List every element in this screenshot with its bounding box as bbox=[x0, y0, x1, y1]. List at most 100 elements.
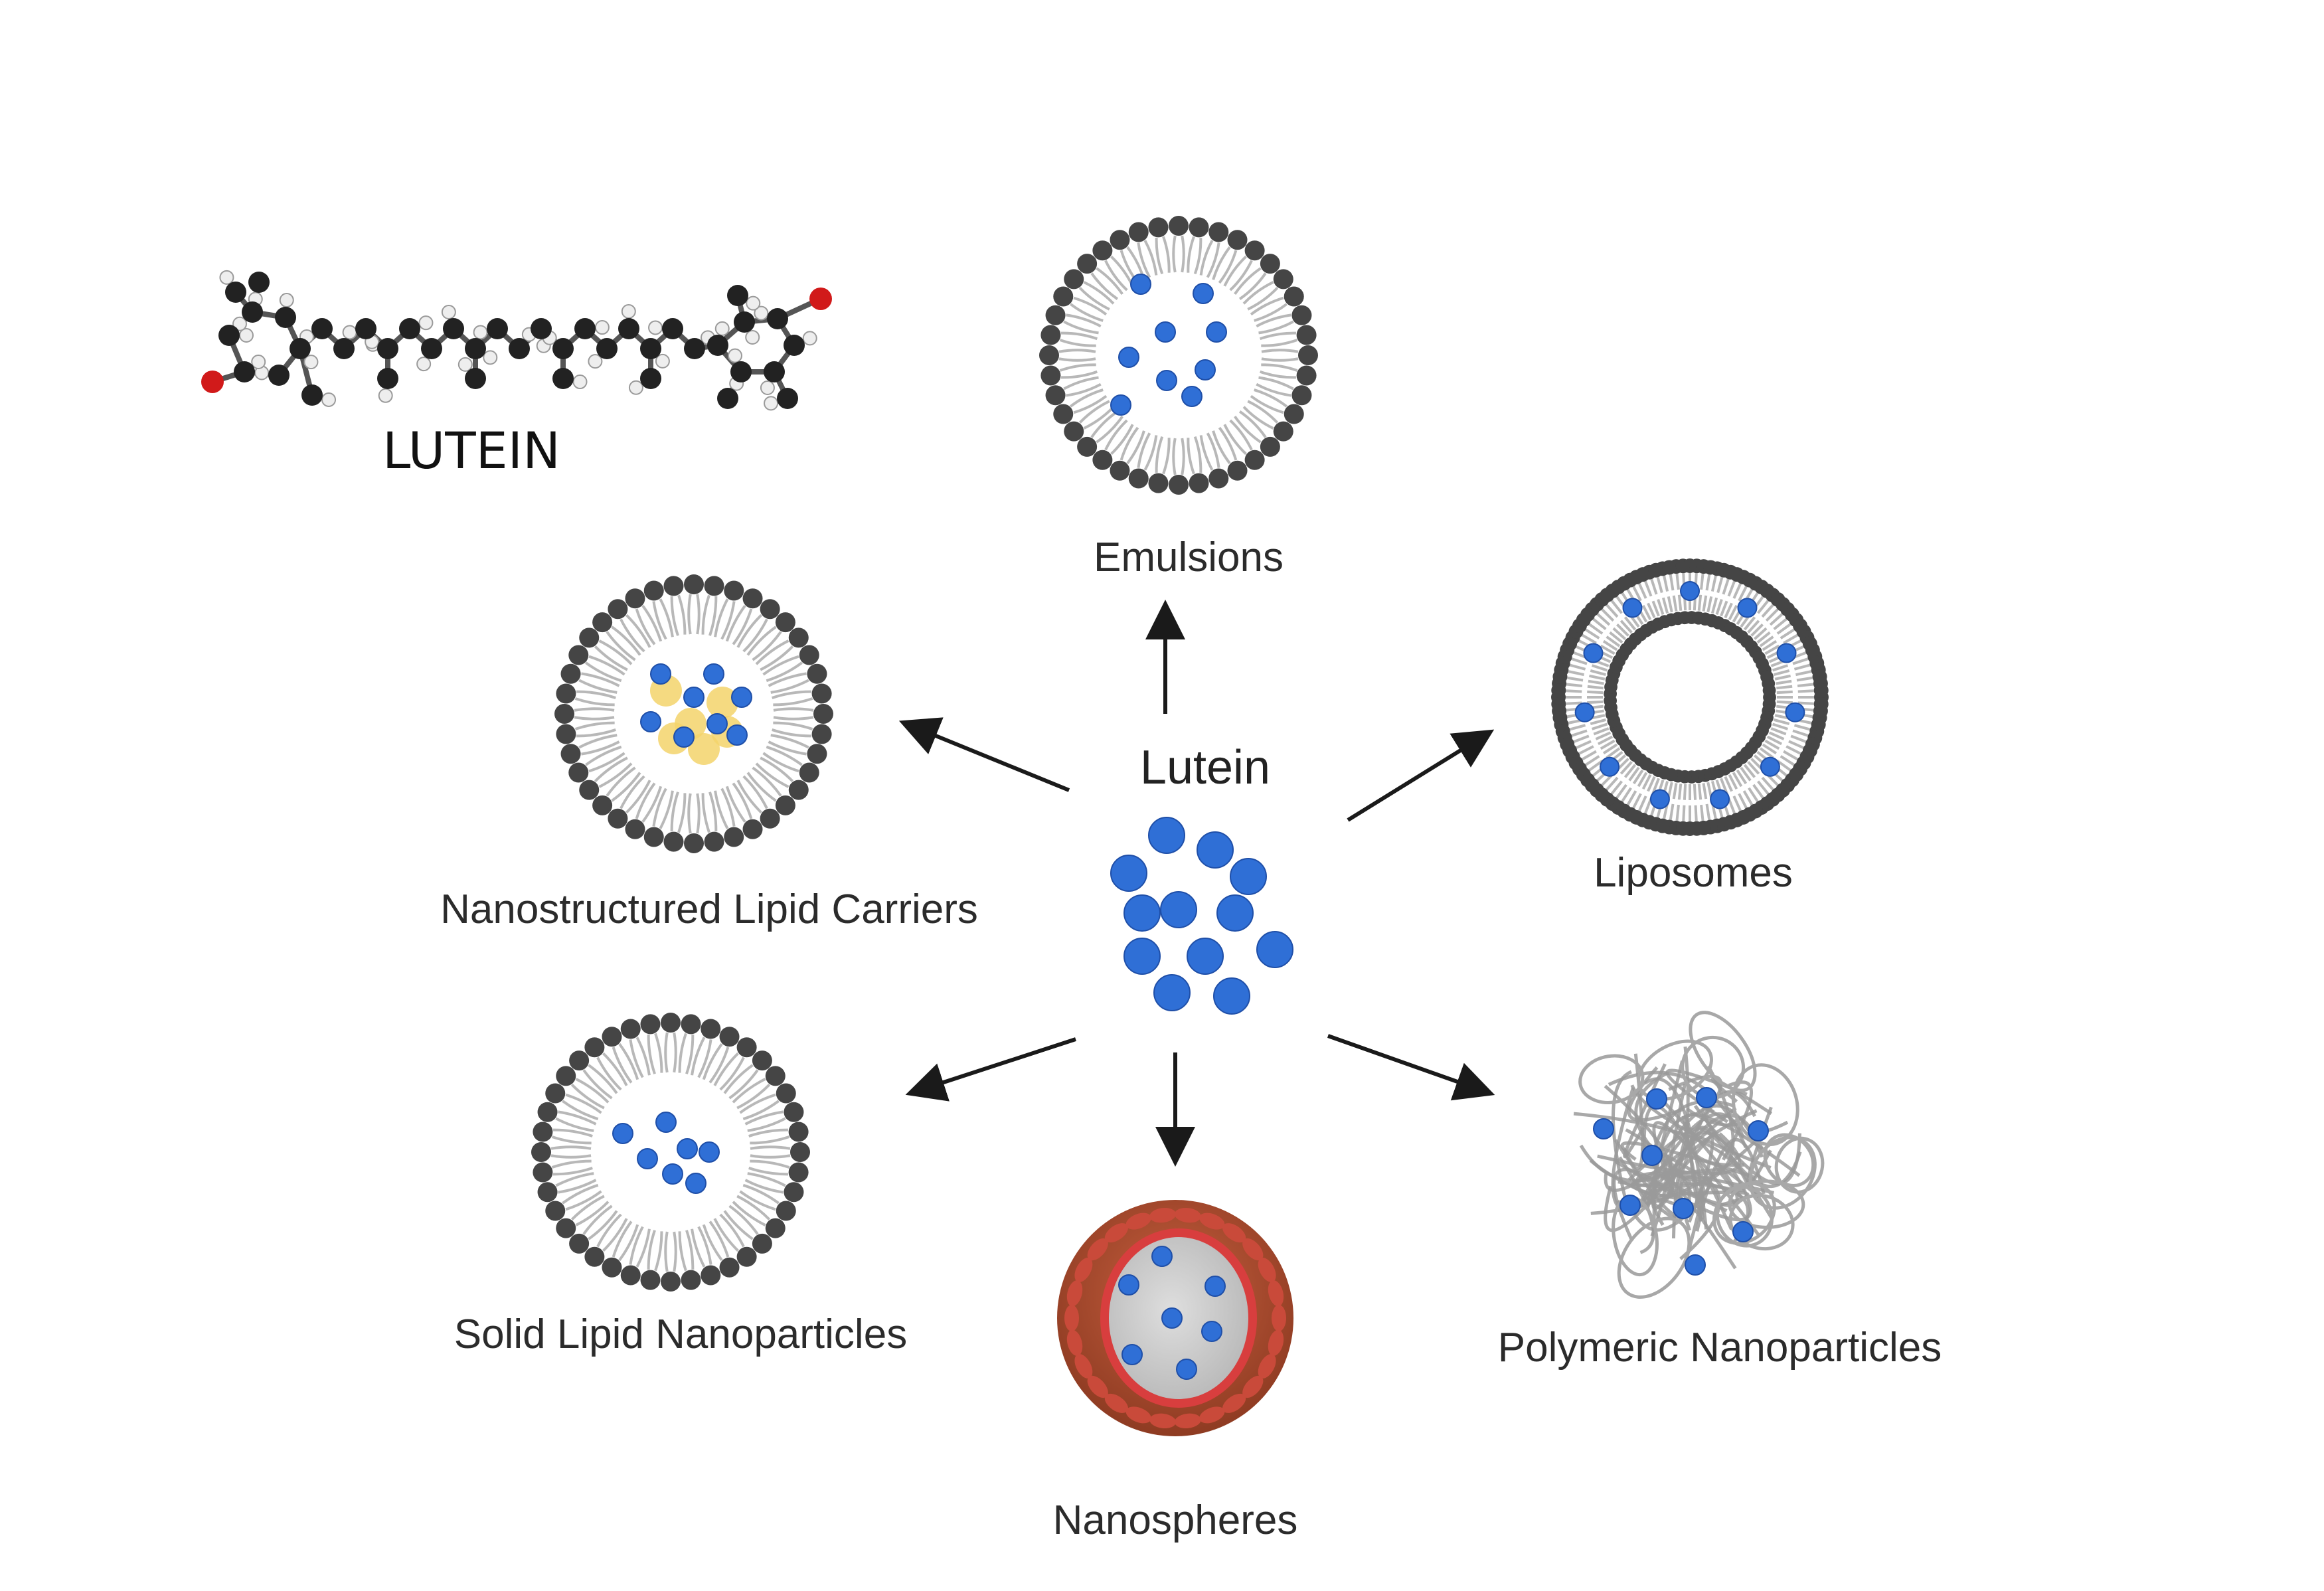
hydrogen-atom bbox=[648, 320, 663, 335]
lipid-head bbox=[799, 762, 819, 783]
lipid-tail bbox=[1765, 608, 1779, 622]
nanosphere-shell-cell bbox=[1272, 1305, 1286, 1331]
lipid-tail bbox=[641, 786, 663, 823]
lutein-dot bbox=[1160, 891, 1197, 928]
lipid-tail bbox=[647, 1035, 656, 1074]
nanosphere-shell-cell bbox=[1104, 1393, 1128, 1413]
lipid-tail bbox=[1582, 633, 1597, 645]
molecule-label: LUTEIN bbox=[382, 421, 560, 480]
nanosphere-shell-cell bbox=[1199, 1213, 1225, 1230]
lutein-dot bbox=[1216, 894, 1254, 932]
lipid-tail bbox=[1724, 776, 1733, 792]
lipid-tail bbox=[739, 1190, 776, 1211]
carbon-atom bbox=[640, 368, 661, 389]
lipid-tail bbox=[1595, 731, 1612, 740]
carbon-atom bbox=[531, 318, 552, 339]
lipid-head bbox=[1260, 436, 1280, 457]
lipid-tail bbox=[1256, 382, 1291, 397]
lipid-head bbox=[704, 576, 724, 596]
lipid-tail bbox=[691, 1228, 706, 1268]
lipid-head bbox=[663, 576, 684, 596]
nanosphere-shell-cell bbox=[1087, 1375, 1108, 1398]
lipid-tail bbox=[736, 614, 762, 648]
lipid-tail bbox=[1638, 796, 1647, 811]
lipid-tail bbox=[1774, 674, 1791, 681]
lipid-tail bbox=[755, 762, 789, 788]
lipid-tail bbox=[602, 1052, 628, 1086]
lipid-tail bbox=[1738, 793, 1748, 809]
nanosphere-shell-cell bbox=[1066, 1280, 1083, 1307]
lipid-tail bbox=[1623, 764, 1637, 778]
lipid-head bbox=[661, 1013, 681, 1033]
hydrogen-atom bbox=[416, 357, 432, 372]
lipid-tail bbox=[1697, 594, 1702, 611]
lipid-tail bbox=[752, 631, 782, 661]
lutein-dot bbox=[685, 1173, 706, 1194]
hydrogen-atom bbox=[760, 380, 775, 395]
nanosphere-shell-cell bbox=[1174, 1413, 1201, 1429]
lipid-tail bbox=[720, 601, 736, 640]
lipid-tail bbox=[588, 1210, 618, 1240]
lipid-tail bbox=[742, 1183, 780, 1205]
lipid-tail bbox=[1772, 664, 1789, 672]
lipid-tail bbox=[629, 1039, 644, 1078]
lipid-tail bbox=[1619, 620, 1633, 633]
lipid-tail bbox=[1700, 573, 1704, 590]
carbon-atom bbox=[784, 335, 805, 356]
lipid-tail bbox=[708, 1220, 730, 1258]
lipid-head bbox=[813, 704, 833, 724]
solid-lipid-blob bbox=[706, 687, 738, 718]
lipid-head bbox=[776, 1083, 796, 1104]
lipid-tail bbox=[1727, 580, 1736, 597]
lipid-tail bbox=[1792, 657, 1809, 665]
lipid-tail bbox=[570, 1195, 605, 1220]
lipid-head bbox=[1110, 230, 1130, 250]
lutein-dot bbox=[662, 1163, 683, 1185]
lipid-tail bbox=[606, 631, 636, 661]
lipid-head bbox=[1189, 217, 1209, 238]
lipid-tail bbox=[1697, 784, 1702, 800]
lipid-tail bbox=[555, 1172, 594, 1187]
lutein-dot bbox=[1776, 643, 1797, 663]
lipid-tail bbox=[1596, 613, 1611, 626]
lipid-tail bbox=[1259, 370, 1297, 379]
lipid-head bbox=[545, 1201, 566, 1221]
emulsion-particle bbox=[1039, 216, 1318, 495]
lipid-tail bbox=[1783, 633, 1798, 645]
lipid-tail bbox=[755, 639, 789, 665]
lipid-tail bbox=[618, 1224, 639, 1261]
lipid-head bbox=[1128, 468, 1149, 489]
lutein-dot bbox=[1110, 394, 1131, 416]
lipid-head bbox=[531, 1142, 551, 1162]
lipid-tail bbox=[1757, 600, 1770, 614]
nanosphere-shell-cell bbox=[1222, 1223, 1246, 1243]
lipid-tail bbox=[1234, 415, 1262, 444]
lutein-molecule-cluster bbox=[1110, 817, 1293, 1015]
lipid-head bbox=[1128, 222, 1149, 242]
lipid-tail bbox=[1762, 639, 1778, 651]
lipid-tail bbox=[1774, 669, 1790, 677]
lipid-head bbox=[1045, 385, 1066, 406]
lipid-head bbox=[811, 683, 832, 704]
lipid-tail bbox=[736, 1084, 771, 1110]
lipid-tail bbox=[747, 1117, 786, 1132]
lipid-head bbox=[1045, 305, 1066, 325]
lipid-tail bbox=[1259, 331, 1297, 341]
lipid-tail bbox=[1651, 600, 1660, 617]
lipid-tail bbox=[1694, 805, 1698, 821]
lipid-tail bbox=[742, 775, 768, 809]
lipid-tail bbox=[1657, 598, 1665, 616]
carbon-atom bbox=[509, 338, 530, 359]
lutein-dot bbox=[1204, 1276, 1226, 1297]
lipid-tail bbox=[696, 793, 701, 834]
lipid-tail bbox=[1792, 729, 1809, 737]
lipid-tail bbox=[1096, 267, 1123, 295]
lipid-head bbox=[1040, 325, 1061, 345]
lipid-tail bbox=[1212, 246, 1231, 280]
polymer-loop bbox=[1578, 1054, 1645, 1104]
lipid-tail bbox=[760, 756, 794, 782]
hydrogen-atom bbox=[219, 270, 234, 285]
lutein-dot bbox=[1123, 938, 1161, 975]
lipid-tail bbox=[575, 1078, 610, 1104]
